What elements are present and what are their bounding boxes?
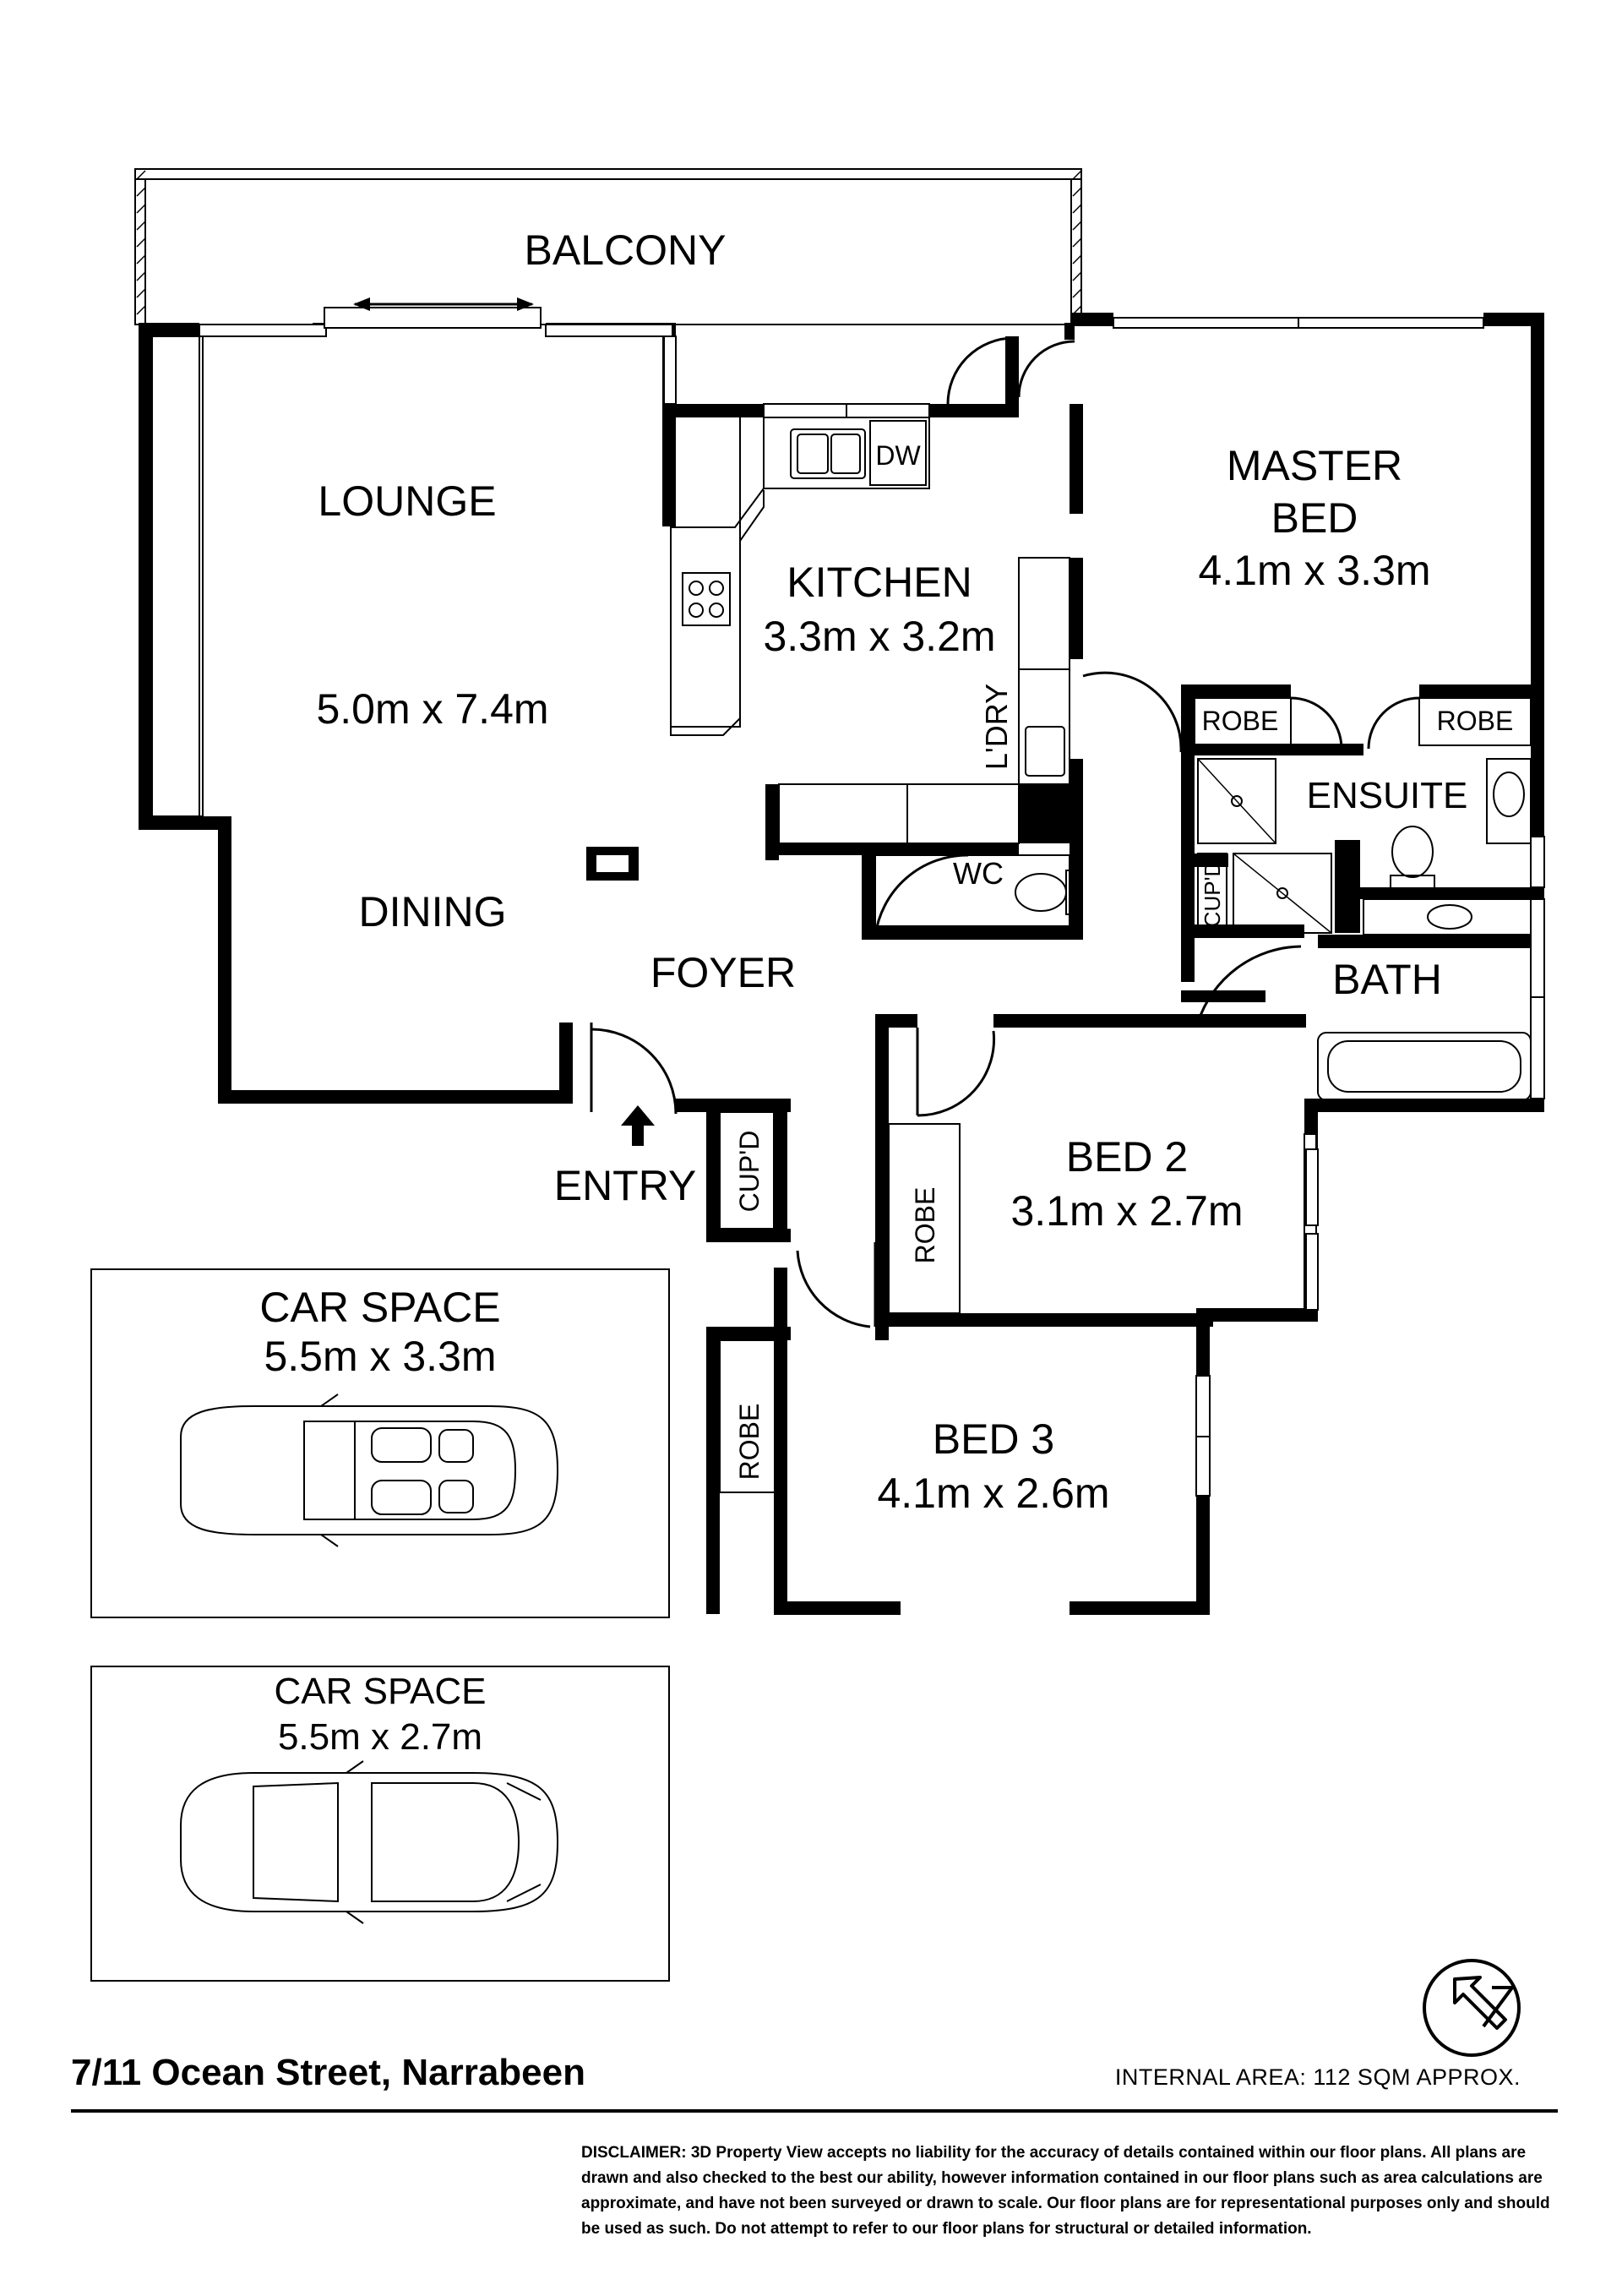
wc-label: WC — [953, 856, 1004, 891]
basin-icon — [1493, 772, 1525, 817]
ensuite-label: ENSUITE — [1307, 775, 1468, 816]
kitchen-size: 3.3m x 3.2m — [763, 613, 995, 660]
room-labels: LOUNGE 5.0m x 7.4m DINING KITCHEN 3.3m x… — [316, 442, 1513, 1517]
bed3-robe-label: ROBE — [734, 1404, 765, 1481]
bath-label: BATH — [1332, 956, 1442, 1003]
sink-icon — [790, 428, 866, 479]
shower-icon — [1197, 758, 1276, 844]
car-space-1: CAR SPACE 5.5m x 3.3m — [90, 1268, 670, 1618]
balcony-label: BALCONY — [525, 226, 727, 274]
lounge-dining-size: 5.0m x 7.4m — [316, 685, 548, 733]
cupd-bath-label: CUP'D — [1200, 861, 1225, 928]
laundry-label: L'DRY — [979, 684, 1014, 770]
dining-label: DINING — [359, 888, 507, 935]
robe-right-label: ROBE — [1437, 706, 1514, 736]
windows-doors — [151, 297, 1545, 1497]
bed3-size: 4.1m x 2.6m — [877, 1470, 1109, 1517]
car-space-2-size: 5.5m x 2.7m — [278, 1716, 482, 1758]
master-bed-size: 4.1m x 3.3m — [1198, 547, 1430, 594]
balcony: BALCONY — [134, 168, 1082, 325]
internal-area: INTERNAL AREA: 112 SQM APPROX. — [1114, 2064, 1521, 2090]
bathtub-icon — [1317, 1032, 1532, 1101]
kitchen-fixtures: DW — [586, 417, 1070, 881]
entry-label: ENTRY — [554, 1162, 697, 1209]
robe-left-label: ROBE — [1202, 706, 1279, 736]
entry-arrow-icon — [621, 1105, 655, 1146]
bathroom-fixtures — [719, 697, 1532, 1493]
car-space-2-label: CAR SPACE — [274, 1671, 486, 1712]
bed2-label: BED 2 — [1066, 1133, 1189, 1181]
cooktop-icon — [682, 572, 731, 626]
disclaimer: DISCLAIMER: 3D Property View accepts no … — [581, 2144, 1550, 2238]
car-icon — [180, 1760, 559, 1924]
car-space-1-size: 5.5m x 3.3m — [264, 1333, 496, 1380]
bed2-size: 3.1m x 2.7m — [1010, 1187, 1243, 1235]
car-icon — [180, 1393, 559, 1547]
north-compass-icon — [1423, 1959, 1521, 2057]
master-bed-label-2: BED — [1271, 494, 1358, 542]
footer-divider — [71, 2109, 1558, 2113]
lounge-label: LOUNGE — [318, 477, 496, 525]
cupd-entry-label: CUP'D — [734, 1131, 765, 1213]
dishwasher-label: DW — [875, 440, 921, 471]
toilet-icon — [1015, 873, 1067, 912]
foyer-label: FOYER — [650, 949, 796, 996]
car-space-2: CAR SPACE 5.5m x 2.7m — [90, 1666, 670, 1982]
bed3-label: BED 3 — [933, 1415, 1055, 1463]
laundry-tub-icon — [1025, 726, 1065, 777]
kitchen-label: KITCHEN — [787, 559, 972, 606]
master-bed-label: MASTER — [1227, 442, 1402, 489]
car-space-1-label: CAR SPACE — [259, 1284, 500, 1331]
property-address: 7/11 Ocean Street, Narrabeen — [71, 2052, 585, 2093]
bed2-robe-label: ROBE — [910, 1187, 940, 1264]
